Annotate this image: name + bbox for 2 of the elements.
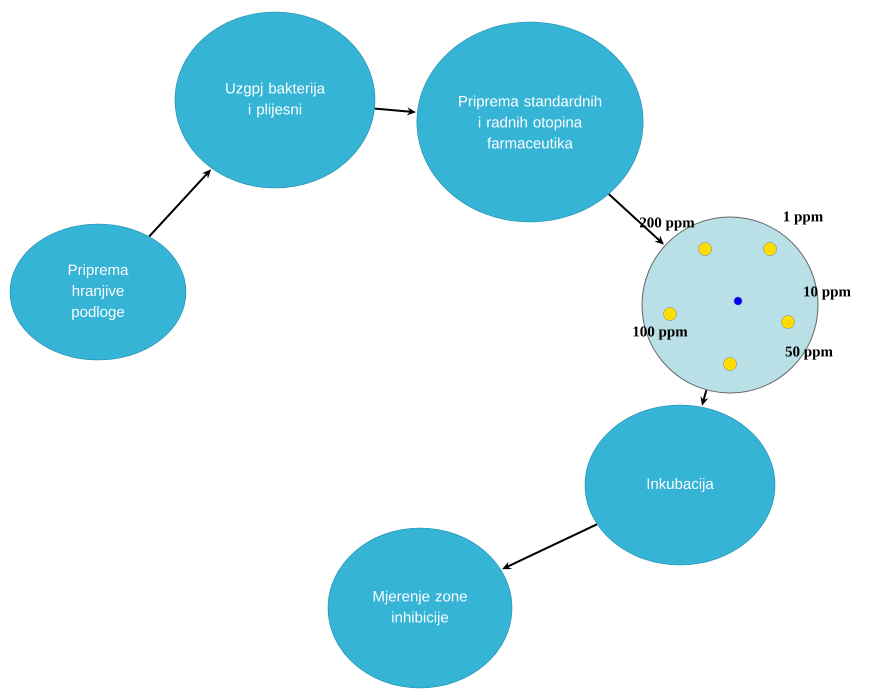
concentration-label: 1 ppm (784, 211, 823, 225)
concentration-label: 50 ppm (786, 346, 833, 360)
